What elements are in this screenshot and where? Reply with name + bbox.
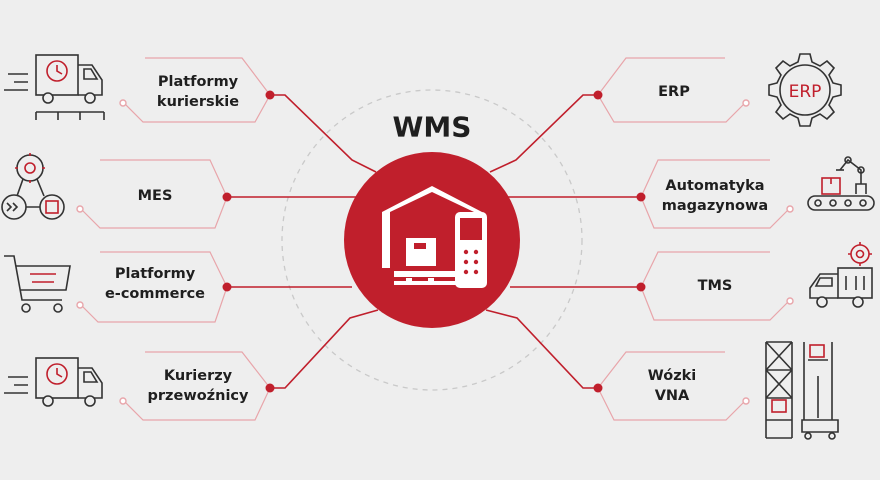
vna-forklift-rack-icon	[765, 341, 839, 440]
shopping-cart-icon	[4, 255, 71, 313]
warehouse-scanner-icon	[344, 152, 520, 328]
label-mes: MES	[137, 188, 173, 204]
junction-dots	[222, 90, 646, 393]
label-platformy-kurierskie: Platformy kurierskie	[156, 74, 240, 110]
connector-wozki	[485, 309, 598, 389]
connector-platformy-kurierskie	[270, 94, 377, 173]
outline-end-circles	[76, 99, 794, 405]
robot-arm-conveyor-icon	[807, 156, 875, 211]
process-network-gear-icon	[1, 153, 65, 220]
erp-icon-text: ERP	[789, 82, 822, 102]
dashed-orbit	[281, 89, 583, 391]
label-wozki-vna: Wózki VNA	[647, 368, 697, 404]
connector-kurierzy	[270, 309, 379, 389]
delivery-truck-clock-icon	[4, 54, 105, 120]
label-automatyka-magazynowa: Automatyka magazynowa	[661, 178, 769, 214]
wms-title: WMS	[392, 110, 472, 144]
label-erp: ERP	[658, 84, 690, 100]
label-platformy-ecommerce: Platformy e-commerce	[104, 266, 206, 302]
truck-gear-icon	[809, 242, 873, 308]
label-outlines	[81, 57, 789, 421]
connector-lines	[227, 94, 641, 389]
connector-erp	[489, 94, 598, 173]
label-kurierzy-przewoznicy: Kurierzy przewoźnicy	[147, 368, 249, 404]
label-tms: TMS	[697, 278, 733, 294]
erp-gear-icon: ERP	[768, 53, 842, 127]
delivery-truck-clock-icon	[4, 357, 103, 407]
